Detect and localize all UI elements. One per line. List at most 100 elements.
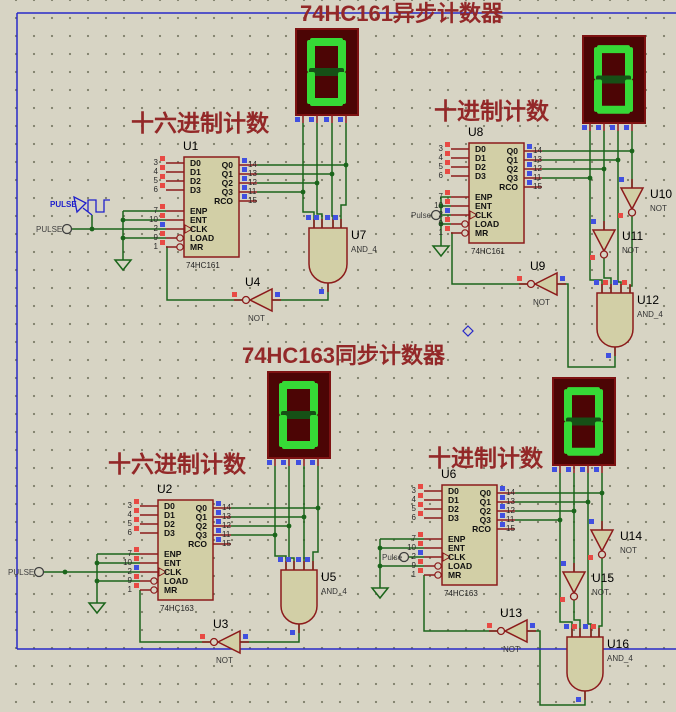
wire[interactable] bbox=[139, 590, 210, 643]
pin-number: 2 bbox=[412, 552, 417, 561]
logic-state-square bbox=[338, 117, 343, 122]
title-74hc163-sync-counter[interactable]: 74HC163同步计数器 bbox=[242, 343, 445, 368]
not-gate-U4[interactable] bbox=[248, 287, 273, 313]
clock-edge-marker bbox=[442, 552, 452, 562]
pin-number: 15 bbox=[248, 196, 257, 205]
pulse-terminal[interactable] bbox=[430, 209, 442, 221]
pulse-generator-probe-icon[interactable] bbox=[73, 195, 88, 214]
logic-state-square bbox=[576, 697, 581, 702]
chip-U6[interactable] bbox=[441, 484, 498, 586]
pin-name: D2 bbox=[190, 176, 201, 186]
logic-state-square bbox=[418, 511, 423, 516]
pulse-terminal[interactable] bbox=[398, 551, 410, 563]
pin-name: Q3 bbox=[507, 173, 519, 183]
pin-number: 12 bbox=[248, 178, 257, 187]
logic-state-square bbox=[445, 169, 450, 174]
not-gate-U15[interactable] bbox=[561, 571, 587, 595]
ground-symbol[interactable] bbox=[370, 587, 390, 600]
label-decimal-count-bottom[interactable]: 十进制计数 bbox=[428, 445, 543, 471]
wire[interactable] bbox=[598, 558, 603, 637]
label-decimal-count-top[interactable]: 十进制计数 bbox=[434, 98, 549, 124]
logic-state-square bbox=[619, 177, 624, 182]
wire[interactable] bbox=[274, 466, 287, 570]
pin-name: D1 bbox=[475, 153, 486, 163]
logic-state-square bbox=[232, 292, 237, 297]
not-gate-U14[interactable] bbox=[589, 529, 615, 553]
wire[interactable] bbox=[316, 123, 323, 228]
wire[interactable] bbox=[589, 131, 603, 293]
wire[interactable] bbox=[573, 600, 581, 637]
logic-state-square bbox=[445, 160, 450, 165]
pin-number: 14 bbox=[533, 146, 542, 155]
ground-symbol[interactable] bbox=[87, 602, 107, 615]
not-gate-U11[interactable] bbox=[591, 229, 617, 253]
wire-junction-dot bbox=[587, 175, 593, 181]
pin-name: D3 bbox=[475, 171, 486, 181]
segment-on bbox=[338, 40, 346, 72]
label-hexadecimal-count-bottom[interactable]: 十六进制计数 bbox=[108, 451, 246, 477]
origin-marker-icon bbox=[462, 325, 474, 337]
wire[interactable] bbox=[288, 466, 295, 570]
pulse-terminal[interactable] bbox=[33, 566, 45, 578]
not-gate-U9[interactable] bbox=[533, 271, 558, 297]
and4-gate-U7[interactable] bbox=[308, 227, 348, 284]
ground-symbol[interactable] bbox=[113, 259, 133, 272]
chip-U8[interactable] bbox=[468, 142, 525, 244]
logic-state-square bbox=[216, 528, 221, 533]
logic-state-square bbox=[306, 215, 311, 220]
wire[interactable] bbox=[423, 575, 497, 632]
logic-state-square bbox=[527, 180, 532, 185]
ground-symbol[interactable] bbox=[431, 245, 451, 258]
logic-state-square bbox=[613, 280, 618, 285]
pin-number: 15 bbox=[533, 182, 542, 191]
wire[interactable] bbox=[603, 258, 612, 293]
logic-state-square bbox=[530, 623, 535, 628]
pin-name: LOAD bbox=[475, 219, 499, 229]
and4-gate-U5[interactable] bbox=[280, 569, 318, 625]
gate-ref-U10: U10 bbox=[650, 187, 672, 201]
logic-state-square bbox=[624, 125, 629, 130]
logic-state-square bbox=[487, 623, 492, 628]
logic-state-square bbox=[242, 167, 247, 172]
pin-number: 12 bbox=[506, 506, 515, 515]
pin-name: D2 bbox=[475, 162, 486, 172]
pin-name: Q0 bbox=[222, 160, 234, 170]
segment-on bbox=[625, 47, 633, 80]
pin-number: 14 bbox=[222, 503, 231, 512]
segment-on bbox=[307, 72, 315, 104]
pin-name: D1 bbox=[190, 167, 201, 177]
pin-name: RCO bbox=[214, 196, 233, 206]
pin-number: 9 bbox=[128, 576, 133, 585]
wire[interactable] bbox=[312, 466, 319, 570]
segment-off bbox=[309, 68, 344, 76]
pulse-generator-label: PULSE bbox=[50, 200, 77, 209]
pin-name: ENP bbox=[190, 206, 208, 216]
wire[interactable] bbox=[559, 473, 573, 637]
pulse-terminal-label: Pulse bbox=[382, 553, 403, 562]
segment-on bbox=[279, 415, 287, 447]
not-gate-U13[interactable] bbox=[503, 618, 528, 644]
title-74hc161-async-counter[interactable]: 74HC161异步计数器 bbox=[300, 1, 503, 26]
wire[interactable] bbox=[617, 131, 622, 293]
segment-on bbox=[595, 421, 603, 454]
chip-U2[interactable] bbox=[157, 499, 214, 601]
and4-gate-U16[interactable] bbox=[566, 636, 604, 692]
wire[interactable] bbox=[302, 123, 315, 228]
wire[interactable] bbox=[340, 123, 347, 228]
pin-number: 12 bbox=[533, 164, 542, 173]
pin-number: 11 bbox=[248, 187, 257, 196]
label-hexadecimal-count-top[interactable]: 十六进制计数 bbox=[131, 110, 269, 136]
not-gate-U10[interactable] bbox=[619, 187, 645, 211]
wire-junction-dot bbox=[601, 166, 607, 172]
inverter-bubble bbox=[496, 626, 506, 636]
logic-state-square bbox=[561, 561, 566, 566]
pulse-terminal[interactable] bbox=[61, 223, 73, 235]
logic-state-square bbox=[500, 495, 505, 500]
wire-junction-dot bbox=[615, 157, 621, 163]
chip-ref-U2: U2 bbox=[157, 482, 173, 496]
logic-state-square bbox=[160, 231, 165, 236]
gate-ref-U15: U15 bbox=[592, 571, 614, 585]
segment-on bbox=[564, 421, 572, 454]
chip-U1[interactable] bbox=[183, 156, 240, 258]
and4-gate-U12[interactable] bbox=[596, 292, 634, 348]
